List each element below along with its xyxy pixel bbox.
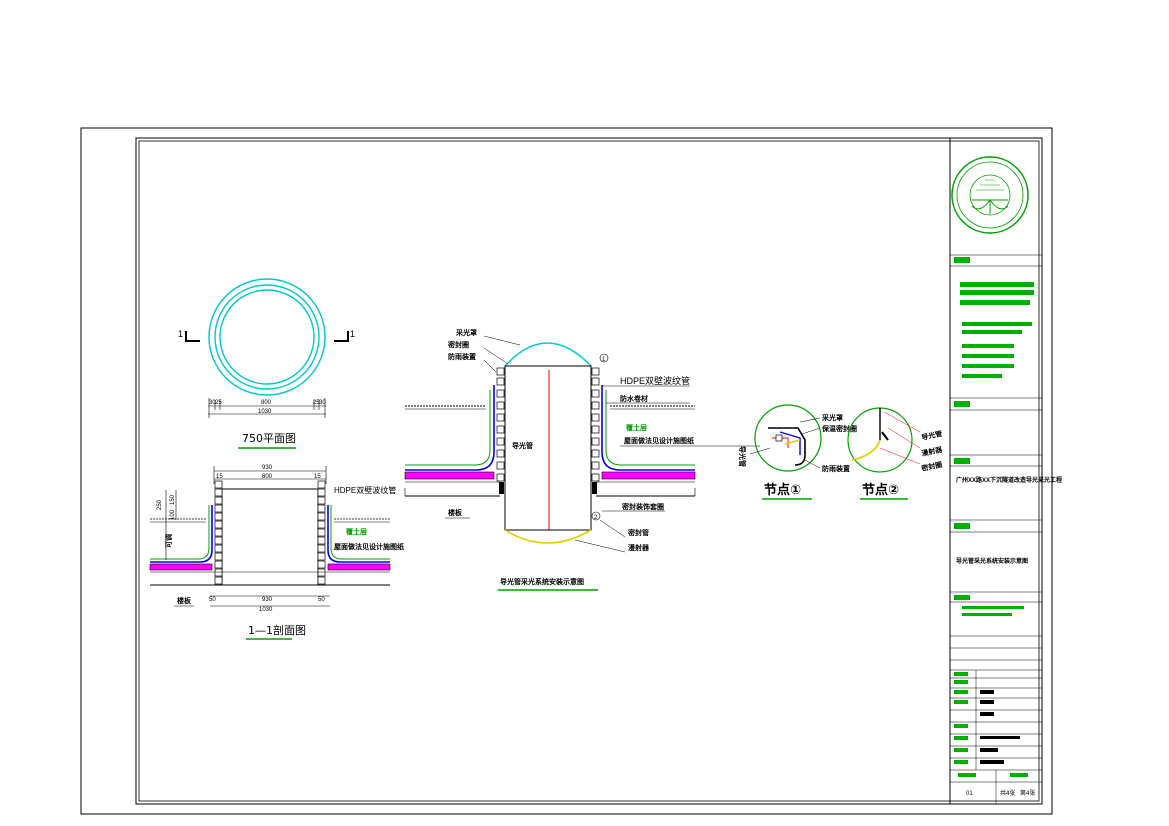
node1-label-tube: 导光管 xyxy=(738,446,747,467)
title-block: 广州XX路XX下沉隧道改造导光采光工程 导光管采光系统安装示意图 xyxy=(949,138,1062,804)
section-dim-100: 100 xyxy=(170,509,176,520)
section-dim-15a: 15 xyxy=(216,474,223,480)
install-label-diffuser: 漫射器 xyxy=(628,543,650,552)
install-label-membrane: 防水卷材 xyxy=(620,394,648,403)
plan-dim-25a: 25 xyxy=(215,400,222,406)
outer-frame xyxy=(80,127,1053,815)
node2-label-diffuser: 漫射器 xyxy=(921,445,944,458)
install-label-rain-guard: 防雨装置 xyxy=(448,352,476,361)
install-label-roof: 屋面做法见设计施图纸 xyxy=(624,436,694,445)
install-marker-1: 1 xyxy=(602,357,606,363)
company-seal xyxy=(951,156,1029,234)
install-title: 导光管采光系统安装示意图 xyxy=(500,577,584,586)
section-dim-adjustable: 可调 xyxy=(164,534,173,548)
node2-detail: 导光管 漫射器 密封圈 节点② xyxy=(847,407,944,500)
section-dim-1030: 1030 xyxy=(259,607,273,613)
install-marker-2: 2 xyxy=(594,515,598,521)
node1-detail: 采光罩 保温密封圈 防雨装置 导光管 节点① xyxy=(738,404,857,500)
section-label-hdpe: HDPE双壁波纹管 xyxy=(334,485,396,495)
install-label-seal-tube: 密封管 xyxy=(628,528,649,537)
install-label-slab: 楼板 xyxy=(448,508,463,517)
plan-dim-800: 800 xyxy=(261,400,272,406)
plan-dim-30a: 30 xyxy=(209,400,216,406)
section-dim-50a: 50 xyxy=(209,597,216,603)
section-dim-800: 800 xyxy=(262,474,273,480)
install-label-trim: 密封装饰套圈 xyxy=(622,502,664,511)
node1-title: 节点① xyxy=(764,482,801,498)
plan-view: 1 1 30 25 800 25 30 1030 750平面图 xyxy=(178,278,355,449)
section-dim-15b: 15 xyxy=(314,474,321,480)
project-name: 广州XX路XX下沉隧道改造导光采光工程 xyxy=(956,476,1062,484)
node1-label-dome: 采光罩 xyxy=(821,413,843,422)
install-label-seal-ring: 密封圈 xyxy=(448,340,469,349)
node1-label-insulation: 保温密封圈 xyxy=(821,424,857,433)
drawing-border xyxy=(135,137,1043,805)
section-label-soil: 覆土层 xyxy=(346,527,367,536)
plan-dim-1030: 1030 xyxy=(258,409,272,415)
install-label-hdpe: HDPE双壁波纹管 xyxy=(620,375,690,386)
install-label-soil: 覆土层 xyxy=(626,423,647,432)
node2-title: 节点② xyxy=(862,482,899,498)
node2-label-seal-ring: 密封圈 xyxy=(921,460,943,473)
sheet-number: 01 xyxy=(966,791,973,797)
drawing-name: 导光管采光系统安装示意图 xyxy=(956,557,1028,565)
sheet-total: 共4张 xyxy=(1000,789,1015,797)
section-mark-label-left: 1 xyxy=(178,329,183,339)
inner-border xyxy=(138,140,1040,802)
plan-dim-25b: 25 xyxy=(313,400,320,406)
section-dim-930-top: 930 xyxy=(262,465,273,471)
section-view: 930 800 15 15 xyxy=(149,465,404,640)
section-label-slab: 楼板 xyxy=(177,596,192,605)
install-view: 1 2 采光罩 密封圈 防雨装置 HDPE双壁波纹管 防水卷材 覆土层 屋面做法… xyxy=(404,328,760,591)
company-name-block xyxy=(960,282,1034,378)
sheet-current: 第4张 xyxy=(1020,789,1035,797)
node1-label-rain-guard: 防雨装置 xyxy=(822,464,850,473)
install-label-tube: 导光管 xyxy=(512,441,533,450)
section-title: 1—1剖面图 xyxy=(248,623,306,637)
section-label-roof: 屋面做法见设计施图纸 xyxy=(334,542,404,551)
plan-title: 750平面图 xyxy=(242,432,296,445)
section-dim-50b: 50 xyxy=(318,597,325,603)
install-label-dome: 采光罩 xyxy=(455,328,477,337)
section-dim-930-bottom: 930 xyxy=(262,597,273,603)
node2-label-tube: 导光管 xyxy=(921,429,943,442)
section-dim-150: 150 xyxy=(170,494,176,505)
section-mark-label-right: 1 xyxy=(350,329,355,339)
plan-dim-30b: 30 xyxy=(319,400,326,406)
section-dim-250: 250 xyxy=(157,499,163,510)
section-mark-left xyxy=(185,331,200,342)
section-mark-right xyxy=(334,331,349,342)
